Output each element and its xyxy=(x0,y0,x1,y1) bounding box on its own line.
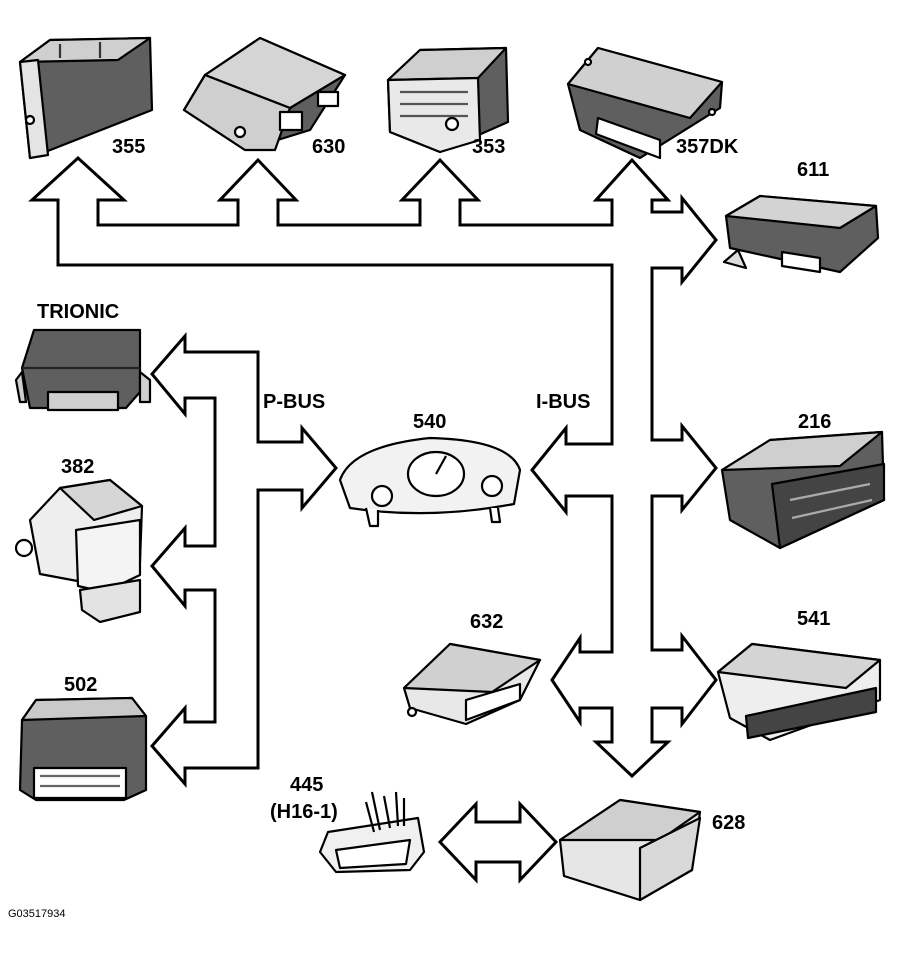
unit-357dk-image xyxy=(566,46,724,160)
unit-632-image xyxy=(402,642,542,726)
unit-355-image xyxy=(18,36,154,160)
unit-611-image xyxy=(722,194,880,274)
label-630: 630 xyxy=(312,136,346,158)
top-bus-arrow-outer xyxy=(28,155,718,779)
label-611: 611 xyxy=(797,159,830,181)
label-445-sub: (H16-1) xyxy=(270,801,338,823)
unit-trionic-image xyxy=(14,328,152,412)
label-357dk: 357DK xyxy=(676,136,739,158)
label-628: 628 xyxy=(712,812,746,834)
unit-382-image xyxy=(14,478,144,624)
label-p-bus: P-BUS xyxy=(263,391,326,413)
unit-628-image xyxy=(558,798,702,902)
unit-502-image xyxy=(18,696,148,802)
label-445: 445 xyxy=(290,774,324,796)
label-355: 355 xyxy=(112,136,146,158)
label-i-bus: I-BUS xyxy=(536,391,591,413)
figure-ref: G03517934 xyxy=(8,908,66,920)
unit-540-image xyxy=(338,436,522,528)
diag-arrow xyxy=(437,800,559,884)
label-502: 502 xyxy=(64,674,98,696)
label-632: 632 xyxy=(470,611,504,633)
label-541: 541 xyxy=(797,608,831,630)
unit-541-image xyxy=(716,642,882,742)
unit-216-image xyxy=(720,430,886,550)
label-353: 353 xyxy=(472,136,506,158)
label-540: 540 xyxy=(413,411,447,433)
unit-353-image xyxy=(386,46,510,154)
label-216: 216 xyxy=(798,411,832,433)
unit-630-image xyxy=(182,36,347,152)
label-trionic: TRIONIC xyxy=(37,301,120,323)
label-382: 382 xyxy=(61,456,95,478)
unit-445-image xyxy=(318,791,426,874)
p-bus-arrow xyxy=(150,331,338,789)
